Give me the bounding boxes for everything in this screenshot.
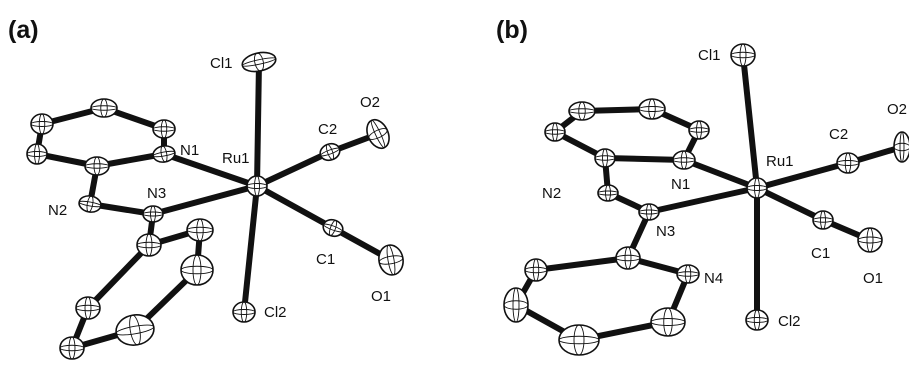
atom-b-ring1-c1 — [568, 101, 596, 121]
label-b-n3: N3 — [656, 223, 675, 240]
label-a-n2: N2 — [48, 202, 67, 219]
atom-a-ring2-c6 — [59, 336, 85, 360]
atom-a-ring2-c3 — [180, 254, 214, 286]
atom-b-n4 — [676, 264, 700, 284]
bond-a-ru1-a-cl2 — [241, 183, 260, 315]
bond-b-ring2-c2-b-ring2-c1 — [533, 255, 631, 273]
label-b-cl2: Cl2 — [778, 313, 801, 330]
atom-b-ring1-c2 — [638, 98, 666, 120]
panel-label-a: (a) — [8, 16, 39, 44]
label-a-o1: O1 — [371, 288, 391, 305]
bond-a-ru1-a-n3 — [150, 183, 260, 217]
bond-a-ring2-c5-a-ring2-c1 — [85, 242, 152, 311]
label-b-n4: N4 — [704, 270, 723, 287]
bond-b-ring1-c5-b-n1 — [602, 155, 687, 163]
atom-b-ring2-c4 — [558, 324, 600, 356]
atom-a-c1 — [322, 218, 344, 238]
atom-a-ring2-c2 — [186, 218, 214, 242]
atom-a-ring1-c5 — [84, 156, 110, 176]
atom-a-cl1 — [241, 51, 277, 73]
label-a-c1: C1 — [316, 251, 335, 268]
atom-a-ring2-c4 — [115, 314, 155, 346]
label-a-o2: O2 — [360, 94, 380, 111]
atom-a-cl2 — [232, 301, 256, 323]
bond-b-ru1-b-n1 — [681, 157, 760, 191]
atom-b-cl2 — [745, 309, 769, 331]
atom-a-ring1-c1 — [90, 98, 118, 118]
atom-a-o2 — [366, 118, 390, 150]
atom-b-n3 — [638, 203, 660, 221]
label-b-n1: N1 — [671, 176, 690, 193]
atom-b-ring2-c3 — [503, 287, 529, 323]
bond-b-ru1-b-c1 — [754, 185, 826, 223]
label-a-cl1: Cl1 — [210, 55, 233, 72]
atom-a-ring1-c3 — [30, 113, 54, 135]
label-a-n1: N1 — [180, 142, 199, 159]
atom-b-c1 — [812, 210, 834, 230]
atom-b-ring1-c4 — [544, 122, 566, 142]
bond-a-ru1-a-cl1 — [254, 59, 262, 189]
label-b-ru1: Ru1 — [766, 153, 794, 170]
label-a-n3: N3 — [147, 185, 166, 202]
label-b-n2: N2 — [542, 185, 561, 202]
atom-a-o1 — [378, 244, 404, 276]
atom-a-n2 — [78, 195, 102, 213]
atom-b-cl1 — [730, 43, 756, 67]
atom-a-ring1-c2 — [152, 119, 176, 139]
atom-b-n2 — [597, 184, 619, 202]
label-b-o2: O2 — [887, 101, 907, 118]
label-b-cl1: Cl1 — [698, 47, 721, 64]
atom-b-n1 — [672, 150, 696, 170]
bond-layer — [34, 52, 905, 351]
label-b-o1: O1 — [863, 270, 883, 287]
bond-b-ru1-b-n3 — [646, 185, 760, 215]
atom-b-ring1-c5 — [594, 148, 616, 168]
bond-b-ru1-b-cl1 — [740, 52, 760, 191]
atom-a-ru1 — [246, 175, 268, 197]
atom-b-ring2-c1 — [615, 246, 641, 270]
atom-a-n1 — [152, 145, 176, 163]
atom-b-ring2-c2 — [524, 258, 548, 282]
atom-a-c2 — [319, 142, 341, 162]
label-a-c2: C2 — [318, 121, 337, 138]
atom-a-ring2-c5 — [75, 296, 101, 320]
panel-a-atom-labels: Cl1 O2 C2 N1 Ru1 N3 N2 C1 O1 Cl2 — [48, 55, 391, 321]
panel-b-atom-labels: Cl1 O2 C2 Ru1 N1 N2 N3 C1 N4 O1 Cl2 — [542, 47, 907, 330]
atom-layer — [26, 43, 909, 360]
label-a-cl2: Cl2 — [264, 304, 287, 321]
bond-a-ru1-a-c2 — [254, 149, 333, 189]
atom-b-ring2-c5 — [650, 307, 686, 337]
atom-b-o2 — [893, 131, 909, 163]
atom-a-ring1-c4 — [26, 143, 48, 165]
bond-a-ru1-a-n1 — [161, 151, 260, 189]
atom-b-o1 — [857, 227, 883, 253]
label-b-c1: C1 — [811, 245, 830, 262]
bond-a-ru1-a-c1 — [254, 183, 336, 231]
panel-label-b: (b) — [496, 16, 528, 44]
atom-b-ru1 — [746, 177, 768, 199]
atom-a-ring2-c1 — [136, 233, 162, 257]
atom-b-c2 — [836, 152, 860, 174]
label-b-c2: C2 — [829, 126, 848, 143]
atom-b-ring1-c3 — [688, 120, 710, 140]
bond-b-ru1-b-c2 — [754, 160, 851, 191]
label-a-ru1: Ru1 — [222, 150, 250, 167]
atom-a-n3 — [142, 205, 164, 223]
